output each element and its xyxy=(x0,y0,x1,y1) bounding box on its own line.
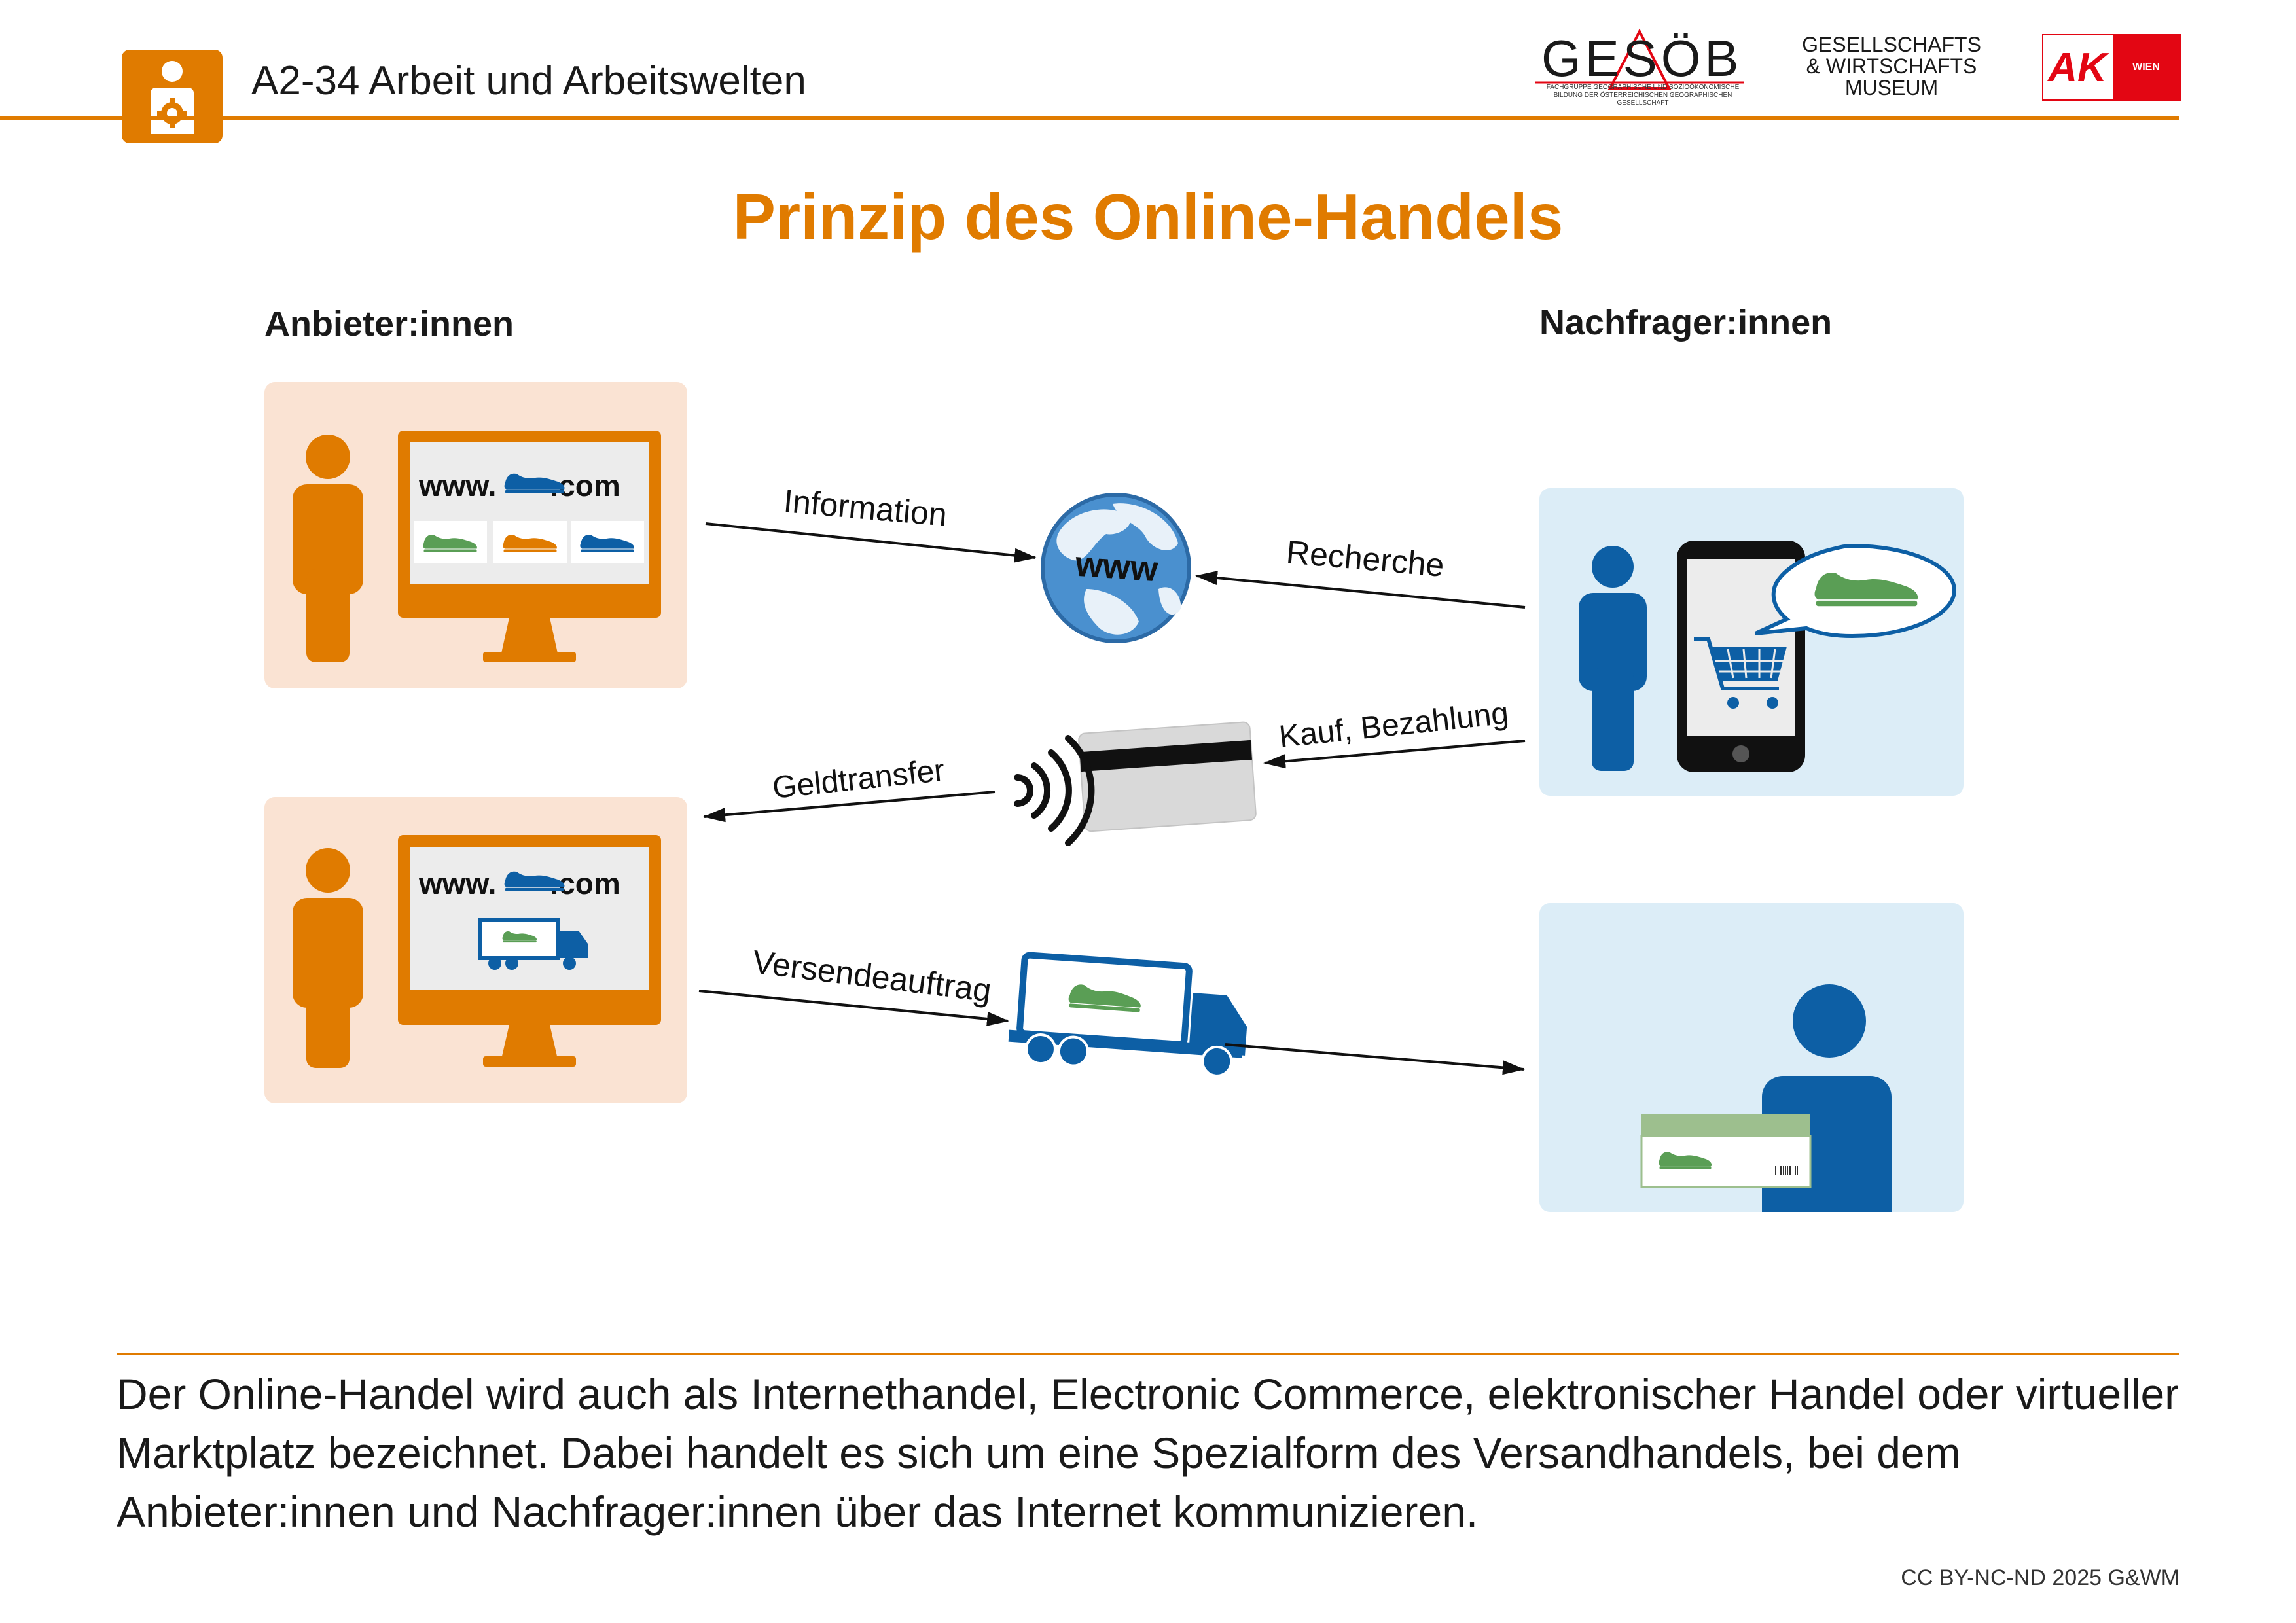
globe-icon xyxy=(1041,493,1191,643)
description-text: Der Online-Handel wird auch als Internet… xyxy=(117,1370,2179,1536)
ak-logo-text: AK xyxy=(2048,45,2107,90)
arrow-recherche xyxy=(1195,571,1526,609)
label-information: Information xyxy=(782,482,948,533)
seller-person-icon xyxy=(293,435,363,662)
gesoeb-logo xyxy=(1528,26,1751,115)
url-prefix: www. xyxy=(418,866,496,901)
arrow-geldtransfer xyxy=(703,791,996,823)
shopping-cart-icon xyxy=(1694,637,1787,709)
main-title: Prinzip des Online-Handels xyxy=(732,181,1564,253)
arrow-information xyxy=(705,522,1037,563)
delivery-truck-icon xyxy=(1008,952,1247,1077)
gesoeb-logo-subtext: FACHGRUPPE GEOGRAPHISCHE UND SOZIOÖKONOM… xyxy=(1546,84,1740,107)
ak-wien-logo: AK WIEN xyxy=(2042,34,2181,101)
ak-logo-sub: WIEN xyxy=(2113,35,2179,99)
seller-person-icon xyxy=(293,848,363,1068)
credit-card-icon xyxy=(1078,721,1257,832)
label-recherche: Recherche xyxy=(1285,533,1446,584)
contactless-icon xyxy=(1014,735,1095,846)
globe-www-label: www xyxy=(1073,544,1160,590)
package-box-icon xyxy=(1640,1114,1812,1188)
arrow-kauf xyxy=(1263,740,1526,769)
speech-bubble-icon xyxy=(1754,543,1957,639)
label-nachfrager: Nachfrager:innen xyxy=(1539,303,1833,342)
seller-panel-bottom xyxy=(264,797,687,1103)
seller-panel-top xyxy=(264,382,687,688)
topic-logo xyxy=(122,50,223,143)
buyer-panel-phone xyxy=(1539,488,1964,796)
copyright-text: CC BY-NC-ND 2025 G&WM xyxy=(1901,1565,2179,1590)
header-title: A2-34 Arbeit und Arbeitswelten xyxy=(251,58,806,103)
url-prefix: www. xyxy=(418,469,496,503)
label-anbieter: Anbieter:innen xyxy=(264,304,514,344)
shoe-products-row xyxy=(414,521,644,563)
arrow-versand xyxy=(698,990,1009,1026)
footer-divider xyxy=(117,1353,2179,1355)
small-truck-icon xyxy=(478,918,588,970)
barcode-icon xyxy=(1775,1166,1798,1175)
gesoeb-logo-text: GESÖB xyxy=(1541,29,1743,87)
arrow-delivery xyxy=(1225,1043,1525,1075)
buyer-person-icon xyxy=(1579,546,1647,771)
museum-logo-line: & WIRTSCHAFTS xyxy=(1806,54,1977,78)
gesoeb-triangle-icon xyxy=(1535,28,1744,90)
header-divider xyxy=(0,116,2179,120)
museum-logo-line: GESELLSCHAFTS xyxy=(1802,33,1981,56)
buyer-panel-package xyxy=(1539,903,1964,1212)
museum-logo-line: MUSEUM xyxy=(1844,76,1939,99)
worker-gear-icon xyxy=(151,61,194,134)
museum-logo: GESELLSCHAFTS & WIRTSCHAFTS MUSEUM xyxy=(1793,34,1990,99)
